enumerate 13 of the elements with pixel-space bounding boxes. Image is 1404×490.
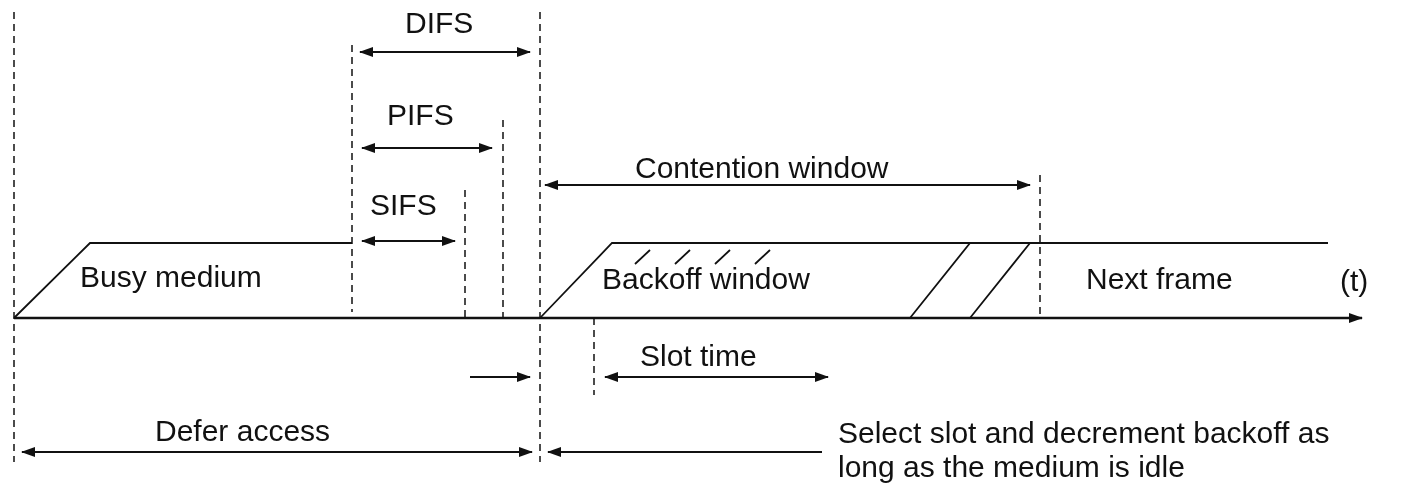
interval-label: SIFS (370, 188, 437, 222)
interval-label: PIFS (387, 98, 454, 132)
interval-label: Defer access (155, 414, 331, 448)
busy-medium-band (14, 242, 352, 318)
interval-label: Slot time (640, 339, 757, 373)
interval-label: Contention window (635, 151, 889, 185)
band-label: Backoff window (602, 262, 810, 296)
note-text: Select slot and decrement backoff as long as the medium is idle (838, 416, 1331, 484)
axis-label: (t) (1340, 264, 1369, 298)
backoff-window-band (540, 242, 1040, 318)
interval-label: DIFS (405, 6, 474, 40)
band-label: Next frame (1086, 262, 1233, 296)
band-label: Busy medium (80, 260, 262, 294)
